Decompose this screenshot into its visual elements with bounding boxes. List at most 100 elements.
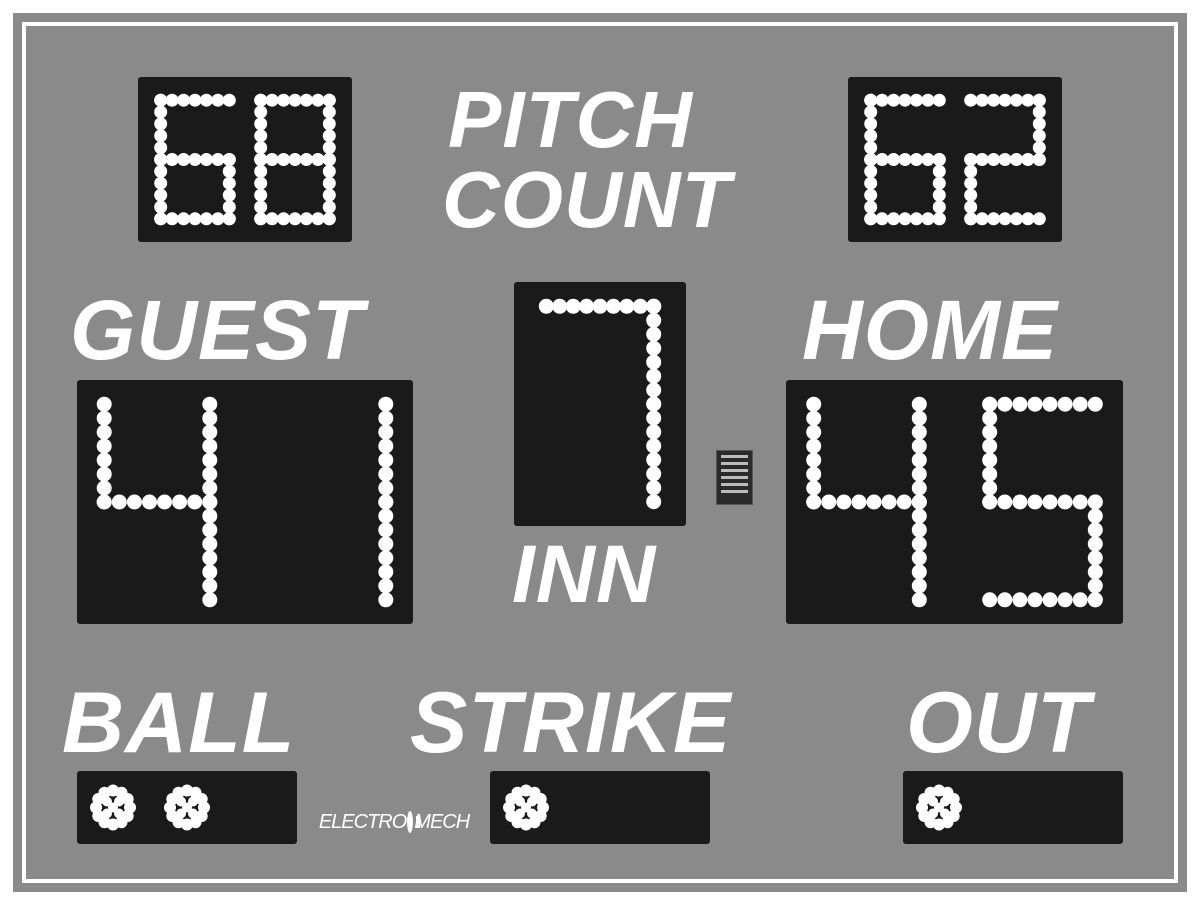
lamp-dot [864, 141, 878, 155]
lamp-dot [909, 212, 923, 226]
lamp-dot [565, 298, 581, 314]
lamp-dot [982, 480, 998, 496]
lamp-dot [851, 494, 867, 510]
lamp-dot [932, 153, 946, 166]
lamp-dot [157, 494, 172, 510]
lamp-dot [932, 188, 946, 202]
inning-display: 7 [514, 282, 686, 526]
digit-7 [538, 298, 662, 510]
lamp-dot [202, 480, 218, 496]
digit-svg [806, 396, 1103, 608]
lamp-dot [211, 212, 225, 226]
lamp-dot [202, 452, 218, 468]
lamp-dot [288, 93, 302, 107]
home-pitch-count-display: 62 [848, 77, 1062, 242]
lamp-dot [188, 93, 202, 107]
lamp-dot [96, 424, 112, 440]
lamp-dot [896, 494, 912, 510]
lamp-dot [964, 93, 978, 107]
lamp-dot [887, 153, 901, 166]
lamp-dot [202, 508, 218, 524]
lamp-dot [222, 164, 236, 178]
lamp-dot [165, 153, 179, 166]
ball-lamp [90, 784, 136, 831]
lamp-dot [932, 176, 946, 190]
lamp-dot [322, 93, 336, 107]
logo-text-left: ELECTRO [318, 810, 407, 833]
lamp-dot [202, 550, 218, 566]
lamp-dot [911, 410, 927, 426]
lamp-dot [964, 164, 978, 178]
lamp-dot [975, 93, 989, 107]
lamp-dot [322, 200, 336, 214]
lamp-dot [997, 396, 1013, 412]
lamp-dot [202, 564, 218, 580]
lamp-dot [1032, 129, 1046, 143]
lamp-dot [864, 105, 878, 119]
lamp-dot [911, 522, 927, 538]
lamp-dot [1021, 93, 1035, 107]
ball-lamp [164, 784, 210, 831]
out-lamps [916, 784, 962, 831]
lamp-dot [932, 200, 946, 214]
lamp-dot [199, 153, 213, 166]
lamp-dot [998, 153, 1012, 166]
inning-label: INN [512, 529, 657, 620]
lamp-dot [1021, 153, 1035, 166]
lamp-dot [1087, 536, 1103, 552]
lamp-dot [202, 438, 218, 454]
lamp-dot [998, 93, 1012, 107]
lamp-dot [864, 153, 878, 166]
lamp-dot [1072, 396, 1088, 412]
lamp-dot [188, 212, 202, 226]
lamp-dot [311, 212, 325, 226]
lamp-dot [806, 396, 822, 412]
lamp-dot [254, 188, 268, 202]
lamp-dot [322, 176, 336, 190]
lamp-dot [378, 536, 394, 552]
electro-mech-logo: ELECTRO MECH [318, 800, 470, 844]
lamp-dot [866, 494, 882, 510]
lamp-dot [1032, 153, 1046, 166]
lamp-dot [202, 410, 218, 426]
lamp-dot [1087, 508, 1103, 524]
lamp-dot [911, 578, 927, 594]
lamp-dot [199, 212, 213, 226]
logo-mark-icon [407, 811, 421, 833]
lamp-dot [982, 438, 998, 454]
lamp-dot [1087, 396, 1103, 412]
lamp-dot [911, 550, 927, 566]
lamp-dot [875, 212, 889, 226]
count-label: COUNT [442, 155, 732, 244]
lamp-dot [646, 424, 662, 440]
lamp-dot [165, 212, 179, 226]
lamp-dot [987, 153, 1001, 166]
lamp-dot [154, 141, 168, 155]
guest-score-display: 41 [77, 380, 413, 624]
lamp-dot [975, 212, 989, 226]
lamp-dot [911, 466, 927, 482]
lamp-dot [322, 129, 336, 143]
lamp-dot [1087, 494, 1103, 510]
lamp-dot [254, 105, 268, 119]
lamp-dot [887, 212, 901, 226]
lamp-dot [864, 129, 878, 143]
lamp-dot [911, 480, 927, 496]
out-lamp [916, 784, 962, 831]
lamp-dot [1032, 117, 1046, 131]
lamp-dot [378, 410, 394, 426]
lamp-dot [254, 153, 268, 166]
lamp-dot [254, 200, 268, 214]
lamp-dot [911, 592, 927, 608]
lamp-dot [911, 438, 927, 454]
lamp-dot [646, 396, 662, 412]
lamp-dot [177, 93, 191, 107]
lamp-dot [864, 200, 878, 214]
lamp-dot [932, 93, 946, 107]
lamp-dot [898, 212, 912, 226]
lamp-dot [1032, 93, 1046, 107]
lamp-dot [1072, 494, 1088, 510]
lamp-dot [202, 578, 218, 594]
guest-label: GUEST [70, 283, 365, 377]
home-label: HOME [802, 283, 1058, 377]
